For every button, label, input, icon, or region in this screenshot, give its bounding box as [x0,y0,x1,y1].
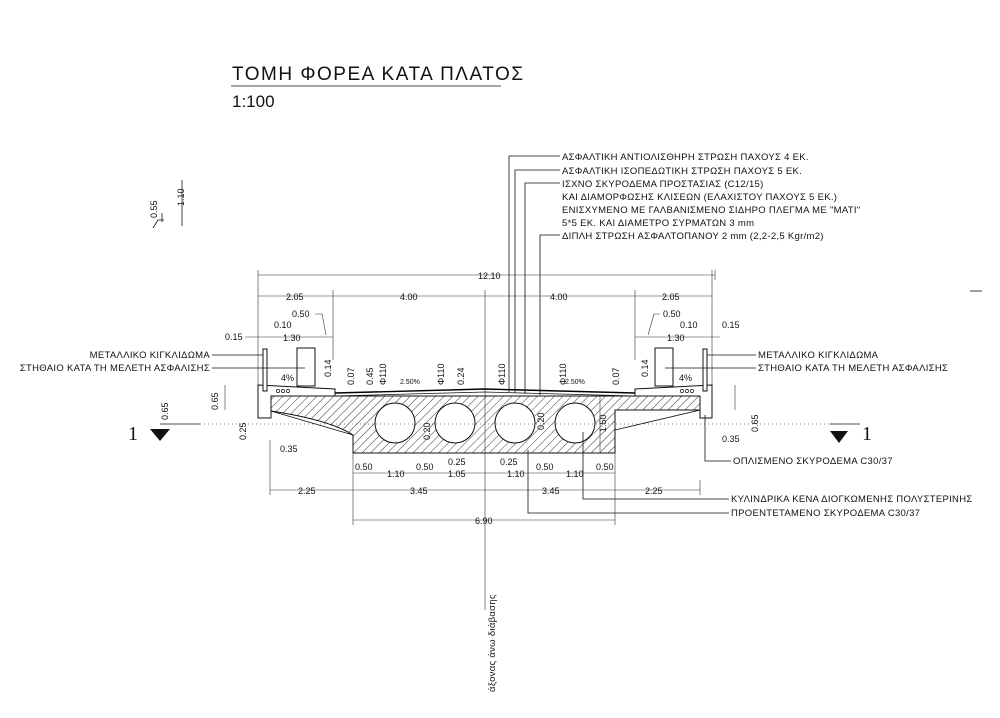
svg-text:Φ110: Φ110 [497,363,507,385]
svg-text:0.25: 0.25 [500,457,518,467]
svg-text:4.00: 4.00 [400,292,418,302]
svg-text:2.50%: 2.50% [565,379,585,386]
svg-text:1: 1 [862,423,872,445]
right-sidewalk [634,384,713,419]
note-line: ΑΣΦΑΛΤΙΚΗ ΙΣΟΠΕΔΩΤΙΚΗ ΣΤΡΩΣΗ ΠΑΧΟΥΣ 5 ΕΚ… [562,166,802,177]
svg-text:0.10: 0.10 [274,320,292,330]
svg-text:0.25: 0.25 [448,457,466,467]
small-detail-top-left: 0.55 1.10 [149,180,186,229]
svg-text:0.45: 0.45 [365,367,375,385]
svg-text:0.25: 0.25 [238,422,248,440]
svg-text:2.25: 2.25 [298,486,316,496]
svg-text:0.35: 0.35 [722,434,740,444]
svg-text:ΠΡΟΕΝΤΕΤΑΜΕΝΟ ΣΚΥΡΟΔΕΜΑ C30/37: ΠΡΟΕΝΤΕΤΑΜΕΝΟ ΣΚΥΡΟΔΕΜΑ C30/37 [731,508,920,519]
svg-text:ΟΠΛΙΣΜΕΝΟ ΣΚΥΡΟΔΕΜΑ C30/37: ΟΠΛΙΣΜΕΝΟ ΣΚΥΡΟΔΕΜΑ C30/37 [733,456,893,467]
svg-text:1: 1 [128,423,138,445]
svg-text:0.50: 0.50 [596,462,614,472]
prestressed-slab [270,395,701,454]
void-circle [554,402,596,444]
svg-text:1.50: 1.50 [598,414,608,432]
svg-text:4.00: 4.00 [550,292,568,302]
svg-text:2.50%: 2.50% [400,379,420,386]
layer-notes: ΑΣΦΑΛΤΙΚΗ ΑΝΤΙΟΛΙΣΘΗΡΗ ΣΤΡΩΣΗ ΠΑΧΟΥΣ 4 Ε… [508,152,860,395]
note-line: 5*5 ΕΚ. ΚΑΙ ΔΙΑΜΕΤΡΟ ΣΥΡΜΑΤΩΝ 3 mm [562,218,754,229]
drawing-title: ΤΟΜΗ ΦΟΡΕΑ ΚΑΤΑ ΠΛΑΤΟΣ [232,64,525,85]
svg-text:4%: 4% [679,373,692,383]
svg-text:Φ110: Φ110 [558,363,568,385]
svg-text:4%: 4% [281,373,294,383]
left-sidewalk [257,384,336,419]
svg-text:1.30: 1.30 [667,333,685,343]
svg-text:1.30: 1.30 [283,333,301,343]
svg-text:0.35: 0.35 [280,444,298,454]
svg-text:0.65: 0.65 [160,402,170,420]
svg-text:0.20: 0.20 [422,422,432,440]
svg-text:2.05: 2.05 [662,292,680,302]
svg-text:6.90: 6.90 [475,516,493,526]
svg-text:0.50: 0.50 [536,462,554,472]
void-circle [434,402,476,444]
left-barrier [296,347,316,387]
svg-text:3.45: 3.45 [410,486,428,496]
side-labels: ΜΕΤΑΛΛΙΚΟ ΚΙΓΚΛΙΔΩΜΑ ΣΤΗΘΑΙΟ ΚΑΤΑ ΤΗ ΜΕΛ… [20,350,973,519]
section-arrow-icon [150,429,170,441]
drawing-scale: 1:100 [232,92,275,111]
svg-text:1.05: 1.05 [448,469,466,479]
svg-text:0.07: 0.07 [346,367,356,385]
svg-text:0.24: 0.24 [456,367,466,385]
section-line-1-1: 1 1 [128,423,872,445]
svg-text:0.10: 0.10 [680,320,698,330]
note-line: ΙΣΧΝΟ ΣΚΥΡΟΔΕΜΑ ΠΡΟΣΤΑΣΙΑΣ (C12/15) [562,179,764,190]
svg-text:0.14: 0.14 [640,359,650,377]
note-line: ΕΝΙΣΧΥΜΕΝΟ ΜΕ ΓΑΛΒΑΝΙΣΜΕΝΟ ΣΙΔΗΡΟ ΠΛΕΓΜΑ… [562,205,860,216]
svg-text:ΣΤΗΘΑΙΟ ΚΑΤΑ ΤΗ ΜΕΛΕΤΗ ΑΣΦΑΛΙΣ: ΣΤΗΘΑΙΟ ΚΑΤΑ ΤΗ ΜΕΛΕΤΗ ΑΣΦΑΛΙΣΗΣ [20,363,210,374]
note-line: ΑΣΦΑΛΤΙΚΗ ΑΝΤΙΟΛΙΣΘΗΡΗ ΣΤΡΩΣΗ ΠΑΧΟΥΣ 4 Ε… [562,152,809,163]
svg-text:1.10: 1.10 [387,469,405,479]
right-barrier [654,347,674,387]
svg-text:0.50: 0.50 [355,462,373,472]
svg-text:0.14: 0.14 [323,359,333,377]
note-line: ΔΙΠΛΗ ΣΤΡΩΣΗ ΑΣΦΑΛΤΟΠΑΝΟΥ 2 mm (2,2-2,5 … [562,231,824,242]
svg-text:0.50: 0.50 [663,309,681,319]
svg-text:0.07: 0.07 [611,367,621,385]
svg-text:0.50: 0.50 [416,462,434,472]
svg-text:0.15: 0.15 [722,320,740,330]
svg-text:0.20: 0.20 [536,412,546,430]
deck-section: 4% 4% 2.50% 2.50% [257,347,713,454]
right-railing-post [702,348,708,392]
note-line: ΚΑΙ ΔΙΑΜΟΡΦΩΣΗΣ ΚΛΙΣΕΩΝ (ΕΛΑΧΙΣΤΟΥ ΠΑΧΟΥ… [562,192,837,203]
svg-text:3.45: 3.45 [542,486,560,496]
svg-text:ΜΕΤΑΛΛΙΚΟ ΚΙΓΚΛΙΔΩΜΑ: ΜΕΤΑΛΛΙΚΟ ΚΙΓΚΛΙΔΩΜΑ [90,350,211,361]
svg-text:Φ110: Φ110 [378,363,388,385]
svg-text:0.65: 0.65 [750,414,760,432]
svg-text:0.50: 0.50 [292,309,310,319]
bottom-dimensions: 0.50 1.10 0.50 1.05 0.25 0.25 1.10 0.50 … [269,440,701,526]
svg-text:ΚΥΛΙΝΔΡΙΚΑ ΚΕΝΑ ΔΙΟΓΚΩΜΕΝΗΣ ΠΟ: ΚΥΛΙΝΔΡΙΚΑ ΚΕΝΑ ΔΙΟΓΚΩΜΕΝΗΣ ΠΟΛΥΣΤΕΡΙΝΗΣ [731,494,973,505]
section-arrow-icon [830,431,848,443]
svg-text:1.10: 1.10 [507,469,525,479]
svg-text:12.10: 12.10 [478,271,501,281]
svg-text:ΜΕΤΑΛΛΙΚΟ ΚΙΓΚΛΙΔΩΜΑ: ΜΕΤΑΛΛΙΚΟ ΚΙΓΚΛΙΔΩΜΑ [758,350,879,361]
svg-text:0.15: 0.15 [225,332,243,342]
deck-vertical-dimensions: 0.14 0.07 0.45 Φ110 Φ110 0.24 Φ110 Φ110 … [160,359,760,454]
svg-text:1.10: 1.10 [566,469,584,479]
axis-label: άξονας άνω διάβασης [487,594,498,692]
svg-text:0.55: 0.55 [149,200,159,218]
void-circle [494,402,536,444]
svg-text:ΣΤΗΘΑΙΟ ΚΑΤΑ ΤΗ ΜΕΛΕΤΗ ΑΣΦΑΛΙΣ: ΣΤΗΘΑΙΟ ΚΑΤΑ ΤΗ ΜΕΛΕΤΗ ΑΣΦΑΛΙΣΗΣ [758,363,948,374]
left-railing-post [262,348,268,392]
void-circle [374,402,416,444]
svg-text:0.65: 0.65 [210,392,220,410]
svg-text:2.05: 2.05 [286,292,304,302]
top-dimensions: 12.10 2.05 4.00 4.00 2.05 0.15 0.10 1.30… [225,270,740,610]
svg-text:1.10: 1.10 [176,188,186,206]
svg-text:2.25: 2.25 [645,486,663,496]
svg-text:Φ110: Φ110 [436,363,446,385]
